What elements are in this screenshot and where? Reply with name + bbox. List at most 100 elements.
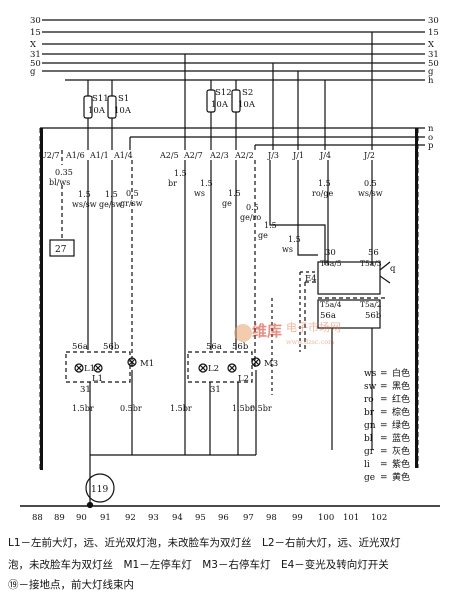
connector-label-U2/7: U2/7	[40, 151, 60, 160]
lower-wire-3: 1.5br	[232, 404, 254, 413]
lamp-right-l2-b: L2	[238, 374, 249, 384]
fuse-rating-S1: 10A	[114, 106, 132, 116]
connector-label-A1/6: A1/6	[65, 151, 85, 160]
bottom-number-92: 92	[125, 513, 136, 523]
lamp-right-ground-31: 31	[210, 385, 221, 395]
legend-code-gr: gr	[364, 447, 375, 457]
connector-label-A2/7: A2/7	[183, 151, 203, 160]
legend-name-gn: 绿色	[392, 419, 410, 431]
connector-label-J/4: J/4	[319, 151, 331, 160]
wire-color-10: ro/ge	[312, 189, 333, 198]
fuse-id-S12: S12	[215, 88, 232, 98]
legend-eq-3: =	[380, 408, 388, 418]
wire-color-11: ws/sw	[358, 189, 383, 198]
lamp-left-l1-b: L1	[92, 374, 103, 384]
wire-color-4: br	[168, 179, 177, 188]
bottom-number-100: 100	[318, 513, 334, 523]
bottom-number-94: 94	[172, 513, 183, 523]
legend-code-ws: ws	[364, 369, 377, 379]
bus-label-right-n: n	[428, 124, 434, 134]
bus-label-left-31: 31	[30, 50, 41, 60]
box-27-label: 27	[55, 245, 67, 255]
bus-label-right-15: 15	[428, 28, 439, 38]
svg-text:电子市场网: 电子市场网	[286, 320, 341, 334]
legend-code-ro: ro	[364, 395, 374, 405]
switch-label-e4: E4	[305, 274, 317, 284]
bus-label-left-X: X	[30, 40, 37, 50]
bus-label-left-g: g	[30, 67, 36, 77]
box-27	[49, 239, 75, 257]
switch-pin-56a: 56a	[320, 311, 336, 321]
lamp-left-l1: L1	[84, 364, 95, 374]
legend-code-sw: sw	[364, 382, 377, 392]
legend-name-ws: 白色	[392, 367, 410, 379]
lower-wire-4: 0.5br	[250, 404, 272, 413]
caption-line-3: ⑲－接地点，前大灯线束内	[8, 579, 134, 591]
legend-eq-1: =	[380, 382, 388, 392]
bus-label-right-30: 30	[428, 16, 439, 26]
wire-size-9: 1.5	[288, 235, 301, 244]
bus-label-right-h: h	[428, 76, 434, 86]
lamp-left-m1: M1	[140, 359, 154, 369]
switch-terminal-t5a-2: T5a/2	[360, 300, 382, 309]
wire-size-6: 1.5	[228, 189, 241, 198]
connector-label-J/2: J/2	[363, 151, 375, 160]
lamp-housing-right	[187, 351, 253, 383]
wire-color-2: ge/sw	[99, 200, 123, 209]
switch-pin-56: 56	[368, 248, 379, 258]
switch-pin-30: 30	[325, 248, 336, 258]
bus-label-left-15: 15	[30, 28, 41, 38]
lamp-left-pin-56b: 56b	[103, 342, 120, 352]
switch-terminal-t5a-4: T5a/4	[320, 300, 342, 309]
wire-size-8: 1.5	[264, 221, 277, 230]
legend-name-ge: 黄色	[392, 471, 410, 483]
bus-label-right-p: p	[428, 141, 434, 151]
wire-color-6: ge	[222, 199, 232, 208]
caption-line-2: 泡，未改脸车为双灯丝 M1－左停车灯 M3－右停车灯 E4－变光及转向灯开关	[8, 559, 389, 571]
wire-size-0: 0.35	[55, 168, 73, 177]
legend-eq-8: =	[380, 473, 388, 483]
wire-size-4: 1.5	[174, 169, 187, 178]
connector-label-A2/5: A2/5	[159, 151, 179, 160]
legend-eq-4: =	[380, 421, 388, 431]
bottom-number-101: 101	[343, 513, 359, 523]
legend-code-li: li	[364, 460, 370, 470]
wire-size-5: 1.5	[200, 179, 213, 188]
lamp-right-pin-56a: 56a	[206, 342, 222, 352]
bottom-number-88: 88	[32, 513, 43, 523]
bottom-number-93: 93	[148, 513, 159, 523]
bottom-number-102: 102	[371, 513, 387, 523]
bus-label-right-g: g	[428, 67, 434, 77]
wire-size-1: 1.5	[78, 190, 91, 199]
lamp-housing-left	[65, 351, 131, 383]
wire-size-2: 1.5	[105, 190, 118, 199]
lamp-left-ground-31: 31	[80, 385, 91, 395]
bus-label-left-30: 30	[30, 16, 41, 26]
bus-label-left-50: 50	[30, 59, 41, 69]
connector-label-J/1: J/1	[292, 151, 304, 160]
legend-name-li: 紫色	[392, 458, 410, 470]
svg-text:维库: 维库	[252, 322, 282, 340]
legend-eq-0: =	[380, 369, 388, 379]
legend-code-gn: gn	[364, 421, 376, 431]
bottom-number-96: 96	[218, 513, 229, 523]
legend-eq-7: =	[380, 460, 388, 470]
lower-wire-0: 1.5br	[72, 404, 94, 413]
switch-pin-56b: 56b	[365, 311, 382, 321]
bottom-number-95: 95	[195, 513, 206, 523]
bus-label-right-50: 50	[428, 59, 439, 69]
wire-size-7: 0.5	[246, 203, 259, 212]
lamp-right-pin-56b: 56b	[232, 342, 249, 352]
connector-label-J/3: J/3	[267, 151, 279, 160]
wire-size-3: 0.5	[126, 189, 139, 198]
fuse-id-S11: S11	[92, 94, 109, 104]
ground-label-119: 119	[91, 485, 108, 495]
connector-label-A1/4: A1/4	[113, 151, 133, 160]
fuse-rating-S12: 10A	[211, 100, 229, 110]
legend-eq-6: =	[380, 447, 388, 457]
connector-label-A1/1: A1/1	[89, 151, 109, 160]
bottom-number-90: 90	[76, 513, 87, 523]
legend-name-gr: 灰色	[392, 445, 410, 457]
legend-name-ro: 红色	[392, 393, 410, 405]
watermark-logo: 维库 电子市场网 www.dzsc.com	[234, 320, 341, 346]
